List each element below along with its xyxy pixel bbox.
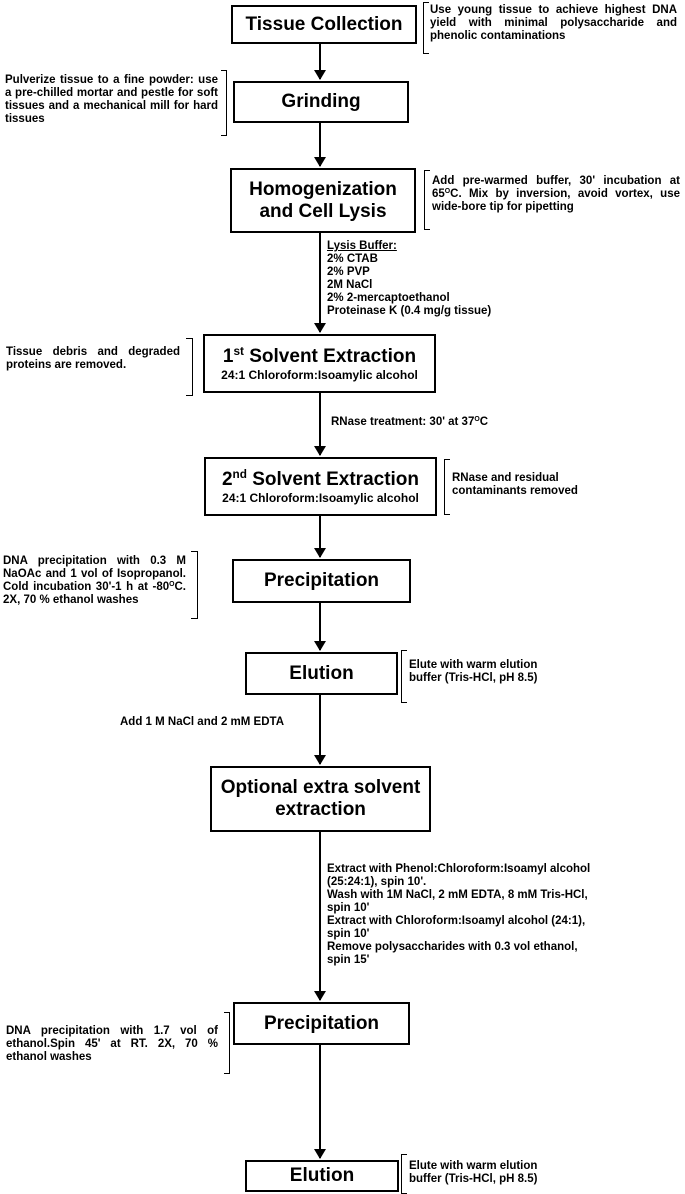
step-label-line1: Homogenization (249, 178, 397, 200)
ordinal-number: 2 (221, 468, 233, 490)
note-line: Wash with 1M NaCl, 2 mM EDTA, 8 mM Tris-… (327, 889, 588, 901)
note-part: C. 2X, 70 % ethanol washes (3, 581, 186, 606)
lysis-item: 2% CTAB (327, 253, 378, 265)
lysis-item: 2% PVP (327, 266, 370, 278)
note-line: Extract with Chloroform:Isoamyl alcohol … (327, 915, 586, 927)
note-line: buffer (Tris-HCl, pH 8.5) (409, 1173, 538, 1185)
bracket (191, 551, 198, 619)
step-label-line2: extraction (275, 799, 366, 820)
note-part: RNase treatment: 30' at 37 (331, 416, 475, 428)
step-grinding: Grinding (233, 81, 409, 123)
step-sublabel: 24:1 Chloroform:Isoamylic alcohol (222, 490, 419, 505)
note-rnase-treatment: RNase treatment: 30' at 37OC (331, 416, 488, 429)
step-label: Precipitation (263, 570, 380, 591)
ordinal-number: 1 (222, 345, 234, 367)
note-line: spin 10' (327, 902, 370, 914)
bracket (401, 1154, 407, 1194)
step-title: Solvent Extraction (252, 468, 420, 490)
note-elution-2: Elute with warm elution buffer (Tris-HCl… (409, 1160, 537, 1186)
note-line: (25:24:1), spin 10'. (327, 876, 427, 888)
note-line: Remove polysaccharides with 0.3 vol etha… (327, 941, 578, 953)
step-solvent-extraction-2: 2nd Solvent Extraction 24:1 Chloroform:I… (204, 457, 437, 516)
note-add-nacl-edta: Add 1 M NaCl and 2 mM EDTA (120, 716, 284, 729)
bracket (424, 170, 430, 230)
note-grinding: Pulverize tissue to a fine powder: use a… (5, 74, 218, 125)
note-extraction-1: Tissue debris and degraded proteins are … (6, 346, 180, 371)
note-line: contaminants removed (452, 485, 578, 497)
step-label-line1: Optional extra solvent (220, 777, 421, 798)
step-tissue-collection: Tissue Collection (231, 5, 417, 44)
lysis-item: Proteinase K (0.4 mg/g tissue) (327, 305, 492, 317)
ordinal-suffix: nd (232, 467, 247, 481)
step-label: Tissue Collection (245, 13, 403, 35)
step-label-line2: and Cell Lysis (259, 200, 387, 222)
note-line: Add 1 M NaCl and 2 mM EDTA (120, 716, 284, 728)
ordinal-suffix: st (233, 344, 244, 358)
note-precipitation-1: DNA precipitation with 0.3 M NaOAc and 1… (3, 555, 186, 607)
bracket (444, 459, 450, 515)
step-homogenization: Homogenization and Cell Lysis (230, 168, 416, 233)
note-line: Elute with warm elution (409, 1160, 538, 1172)
note-elution-1: Elute with warm elution buffer (Tris-HCl… (409, 659, 537, 685)
step-elution-2: Elution (245, 1160, 399, 1192)
note-line: Elute with warm elution (409, 659, 538, 671)
note-tissue-collection: Use young tissue to achieve highest DNA … (430, 4, 677, 42)
degree-symbol: O (474, 416, 480, 424)
note-line: buffer (Tris-HCl, pH 8.5) (409, 672, 538, 684)
note-homogenization: Add pre-warmed buffer, 30' incubation at… (432, 175, 680, 214)
degree-symbol: O (444, 188, 451, 196)
note-part: DNA precipitation with 0.3 M NaOAc and 1… (3, 555, 186, 593)
step-optional-extraction: Optional extra solvent extraction (210, 766, 431, 832)
bracket (401, 650, 407, 703)
step-precipitation-2: Precipitation (233, 1002, 410, 1045)
bracket (423, 2, 429, 54)
step-label: 2nd Solvent Extraction (221, 467, 420, 491)
step-label: Precipitation (263, 1012, 380, 1034)
step-sublabel: 24:1 Chloroform:Isoamylic alcohol (221, 367, 418, 382)
bracket (224, 1012, 230, 1074)
note-part: Add pre-warmed buffer, 30' incubation at… (432, 175, 680, 200)
step-label: Elution (289, 1165, 355, 1186)
note-line: Extract with Phenol:Chloroform:Isoamyl a… (327, 863, 591, 875)
note-extraction-2: RNase and residual contaminants removed (452, 472, 578, 498)
note-optional-steps: Extract with Phenol:Chloroform:Isoamyl a… (327, 863, 590, 967)
note-line: RNase and residual (452, 472, 559, 484)
step-label: 1st Solvent Extraction (222, 344, 417, 368)
step-title: Solvent Extraction (249, 345, 417, 367)
step-solvent-extraction-1: 1st Solvent Extraction 24:1 Chloroform:I… (203, 334, 436, 393)
bracket (186, 338, 193, 396)
step-label: Grinding (281, 91, 361, 112)
note-line: spin 15' (327, 954, 370, 966)
lysis-item: 2M NaCl (327, 279, 373, 291)
step-precipitation-1: Precipitation (232, 559, 411, 603)
degree-symbol: O (169, 581, 175, 589)
note-part: C (479, 416, 489, 428)
lysis-buffer-note: Lysis Buffer: 2% CTAB 2% PVP 2M NaCl 2% … (327, 240, 491, 318)
bracket (221, 70, 227, 136)
step-label: Elution (289, 662, 354, 684)
lysis-buffer-title: Lysis Buffer: (327, 240, 397, 252)
note-line: spin 10' (327, 928, 370, 940)
lysis-item: 2% 2-mercaptoethanol (327, 292, 450, 304)
note-precipitation-2: DNA precipitation with 1.7 vol of ethano… (6, 1025, 218, 1063)
note-part: C. Mix by inversion, avoid vortex, use w… (432, 188, 680, 213)
step-elution-1: Elution (245, 652, 398, 695)
